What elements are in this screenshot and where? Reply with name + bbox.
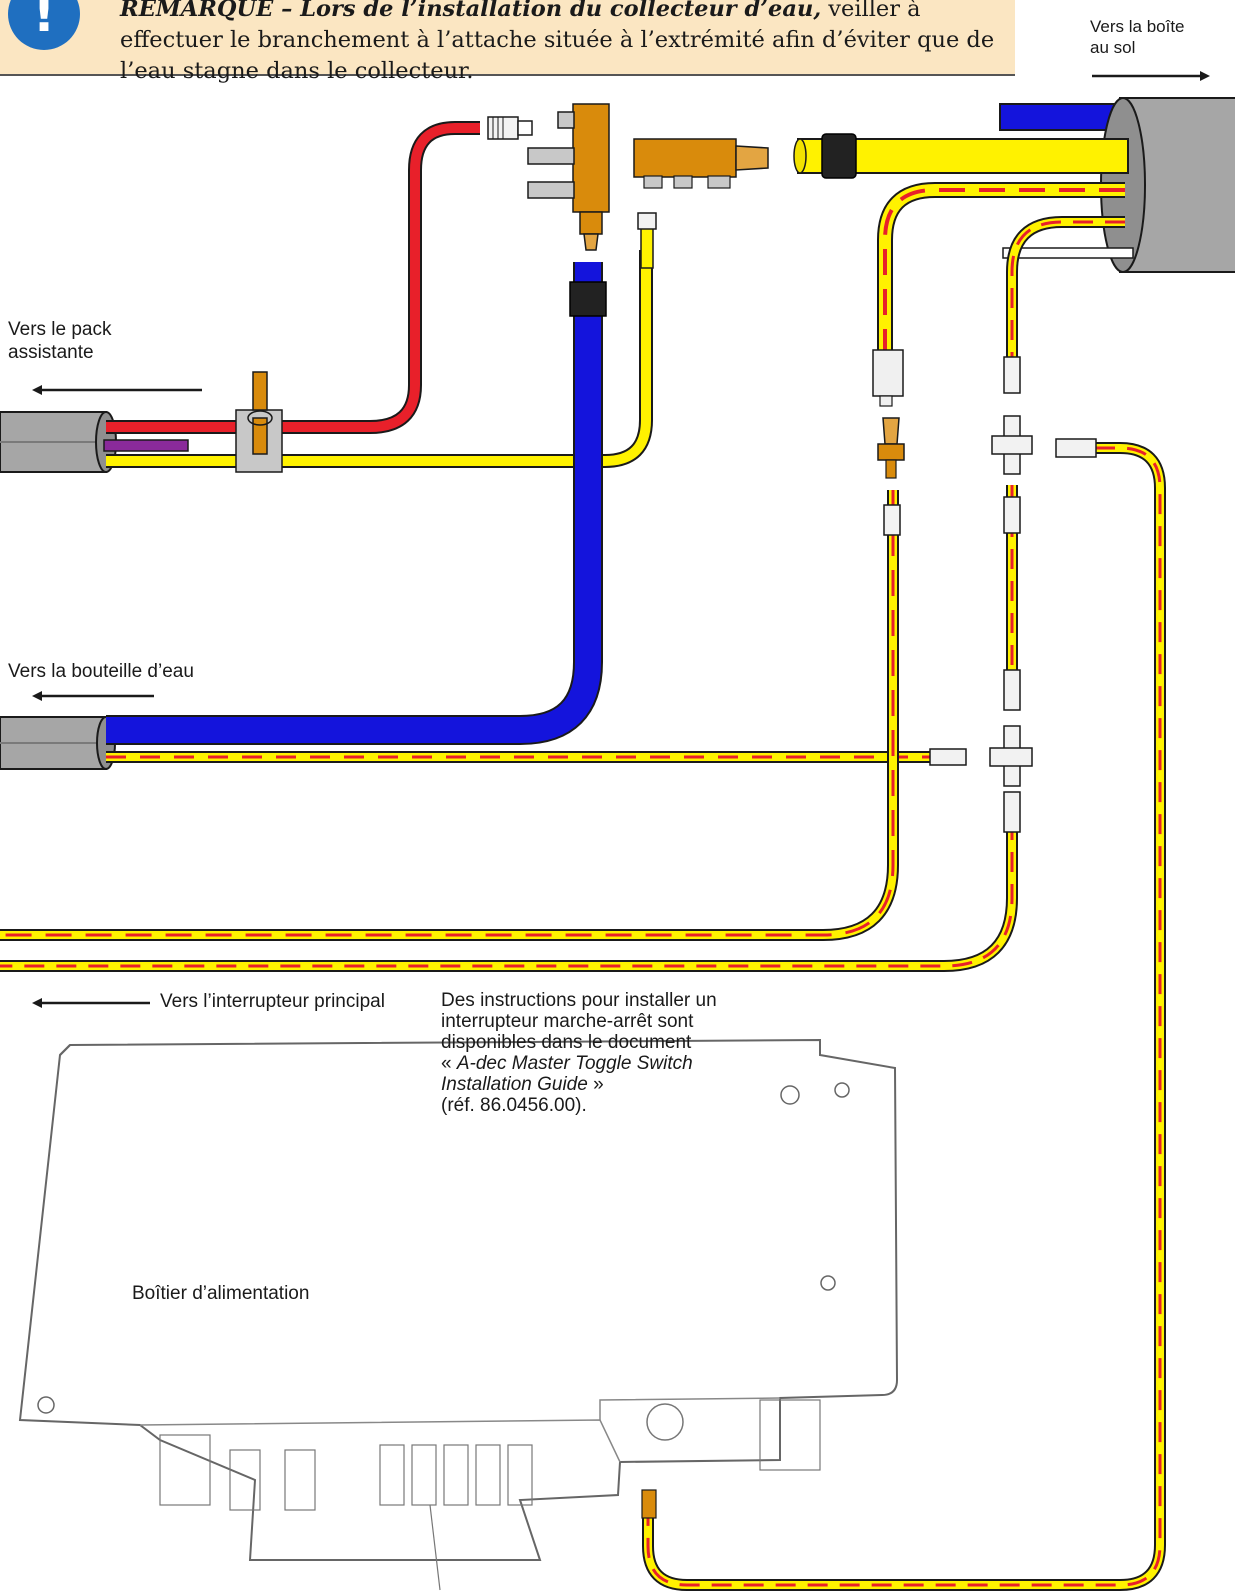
power-supply-label: Boîtier d’alimentation bbox=[132, 1283, 310, 1304]
note-lead: REMARQUE – Lors de l’installation du col… bbox=[120, 0, 822, 22]
floor-box-label-line1: Vers la boîte bbox=[1090, 17, 1185, 36]
quick-disconnect-white bbox=[872, 349, 904, 407]
blue-tube-sleeve bbox=[569, 281, 607, 317]
line2-fitting-middle bbox=[1003, 496, 1021, 534]
line2-fitting-lower bbox=[1003, 669, 1021, 711]
reference-doc-line1: A-dec Master Toggle Switch bbox=[456, 1053, 693, 1074]
note-body: veiller à effectuer le branchement à l’a… bbox=[120, 0, 995, 84]
assistant-pack-label: Vers le pack assistante bbox=[8, 318, 112, 364]
water-bottle-conduit bbox=[0, 716, 116, 770]
water-bottle-label: Vers la bouteille d’eau bbox=[8, 661, 194, 682]
power-supply-box bbox=[18, 1038, 899, 1591]
water-bottle-line-fitting bbox=[929, 748, 967, 766]
reference-quote-close: » bbox=[587, 1074, 604, 1095]
red-tube bbox=[106, 121, 480, 434]
brass-manifold-vertical bbox=[527, 103, 610, 251]
master-switch-label: Vers l’interrupteur principal bbox=[160, 991, 385, 1012]
assistant-pack-label-line1: Vers le pack bbox=[8, 319, 112, 340]
large-yellow-tube bbox=[793, 133, 1129, 179]
toggle-switch-reference: Des instructions pour installer un inter… bbox=[441, 990, 801, 1116]
quick-disconnect-brass bbox=[877, 417, 905, 479]
vertical-tube-fitting bbox=[883, 504, 901, 536]
upper-tee-fitting bbox=[991, 415, 1033, 475]
reference-line3: disponibles dans le document bbox=[441, 1032, 692, 1053]
line2-fitting-bottom bbox=[1003, 791, 1021, 833]
floor-box-label-line2: au sol bbox=[1090, 38, 1136, 57]
line2-fitting-upper bbox=[1003, 356, 1021, 394]
loop-tube-fitting bbox=[1055, 438, 1097, 458]
blue-tube bbox=[106, 262, 603, 745]
lower-tee-fitting bbox=[989, 725, 1033, 787]
master-switch-tube-2 bbox=[0, 216, 1125, 972]
note-text: REMARQUE – Lors de l’installation du col… bbox=[120, 0, 1000, 87]
note-box: ! REMARQUE – Lors de l’installation du c… bbox=[0, 0, 1015, 84]
assistant-pack-conduit bbox=[0, 411, 117, 473]
manifold-yellow-stub bbox=[640, 227, 654, 269]
assistant-pack-label-line2: assistante bbox=[8, 342, 94, 363]
power-supply-loop-tube bbox=[642, 442, 1166, 1591]
purple-tube bbox=[103, 439, 189, 452]
brass-manifold-horizontal bbox=[633, 138, 769, 189]
assistant-t-fitting bbox=[235, 371, 283, 473]
yellow-tube-assistant bbox=[106, 250, 653, 468]
master-switch-tube-1 bbox=[0, 182, 1125, 941]
reference-quote-open: « bbox=[441, 1053, 457, 1074]
floor-box-label: Vers la boîte au sol bbox=[1090, 16, 1185, 58]
reference-number: (réf. 86.0456.00). bbox=[441, 1095, 587, 1116]
reference-doc-line2: Installation Guide bbox=[441, 1074, 588, 1095]
red-tube-fitting bbox=[487, 116, 533, 140]
reference-line2: interrupteur marche-arrêt sont bbox=[441, 1011, 694, 1032]
reference-line1: Des instructions pour installer un bbox=[441, 990, 717, 1011]
yellow-stub-fitting bbox=[637, 212, 657, 230]
exclamation-icon: ! bbox=[8, 0, 80, 50]
